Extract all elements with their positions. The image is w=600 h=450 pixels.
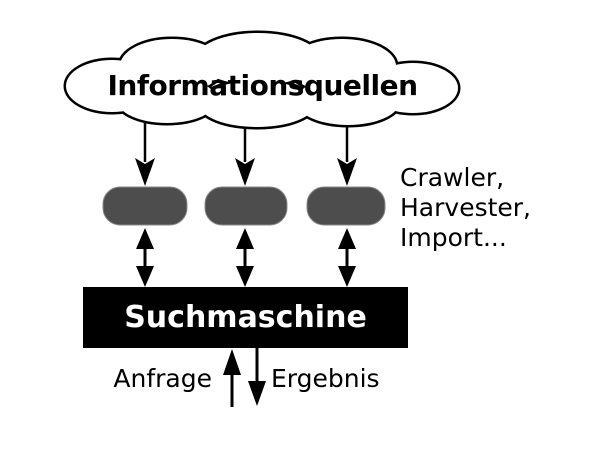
down-arrowhead-icon [338, 266, 356, 287]
collector-label-line: Harvester, [400, 193, 532, 222]
result-arrow [248, 348, 266, 406]
connector-box [102, 186, 188, 226]
collector-label-line: Import... [400, 223, 507, 252]
collector-types-label: Crawler, Harvester, Import... [400, 163, 531, 253]
up-arrowhead-icon [338, 228, 356, 249]
down-arrow-icon [135, 158, 155, 186]
connector-boxes [102, 186, 386, 226]
down-arrow-icon [337, 158, 357, 186]
down-arrowhead-icon [236, 266, 254, 287]
up-arrow-icon [223, 349, 241, 375]
up-arrowhead-icon [136, 228, 154, 249]
double-arrows [136, 228, 356, 287]
engine-box [83, 287, 408, 348]
engine-label: Suchmaschine [124, 300, 367, 335]
cloud-label: Informationsquellen [107, 69, 418, 102]
connector-box [306, 186, 386, 226]
cloud-body [66, 33, 458, 127]
request-label: Anfrage [113, 364, 212, 393]
result-label: Ergebnis [271, 364, 380, 393]
up-arrowhead-icon [236, 228, 254, 249]
request-arrow [223, 349, 241, 407]
collector-label-line: Crawler, [400, 163, 505, 192]
cloud-shape [63, 30, 461, 130]
down-arrow-icon [235, 158, 255, 186]
down-arrow-icon [248, 381, 266, 406]
connector-box [204, 186, 288, 226]
down-arrowhead-icon [136, 266, 154, 287]
